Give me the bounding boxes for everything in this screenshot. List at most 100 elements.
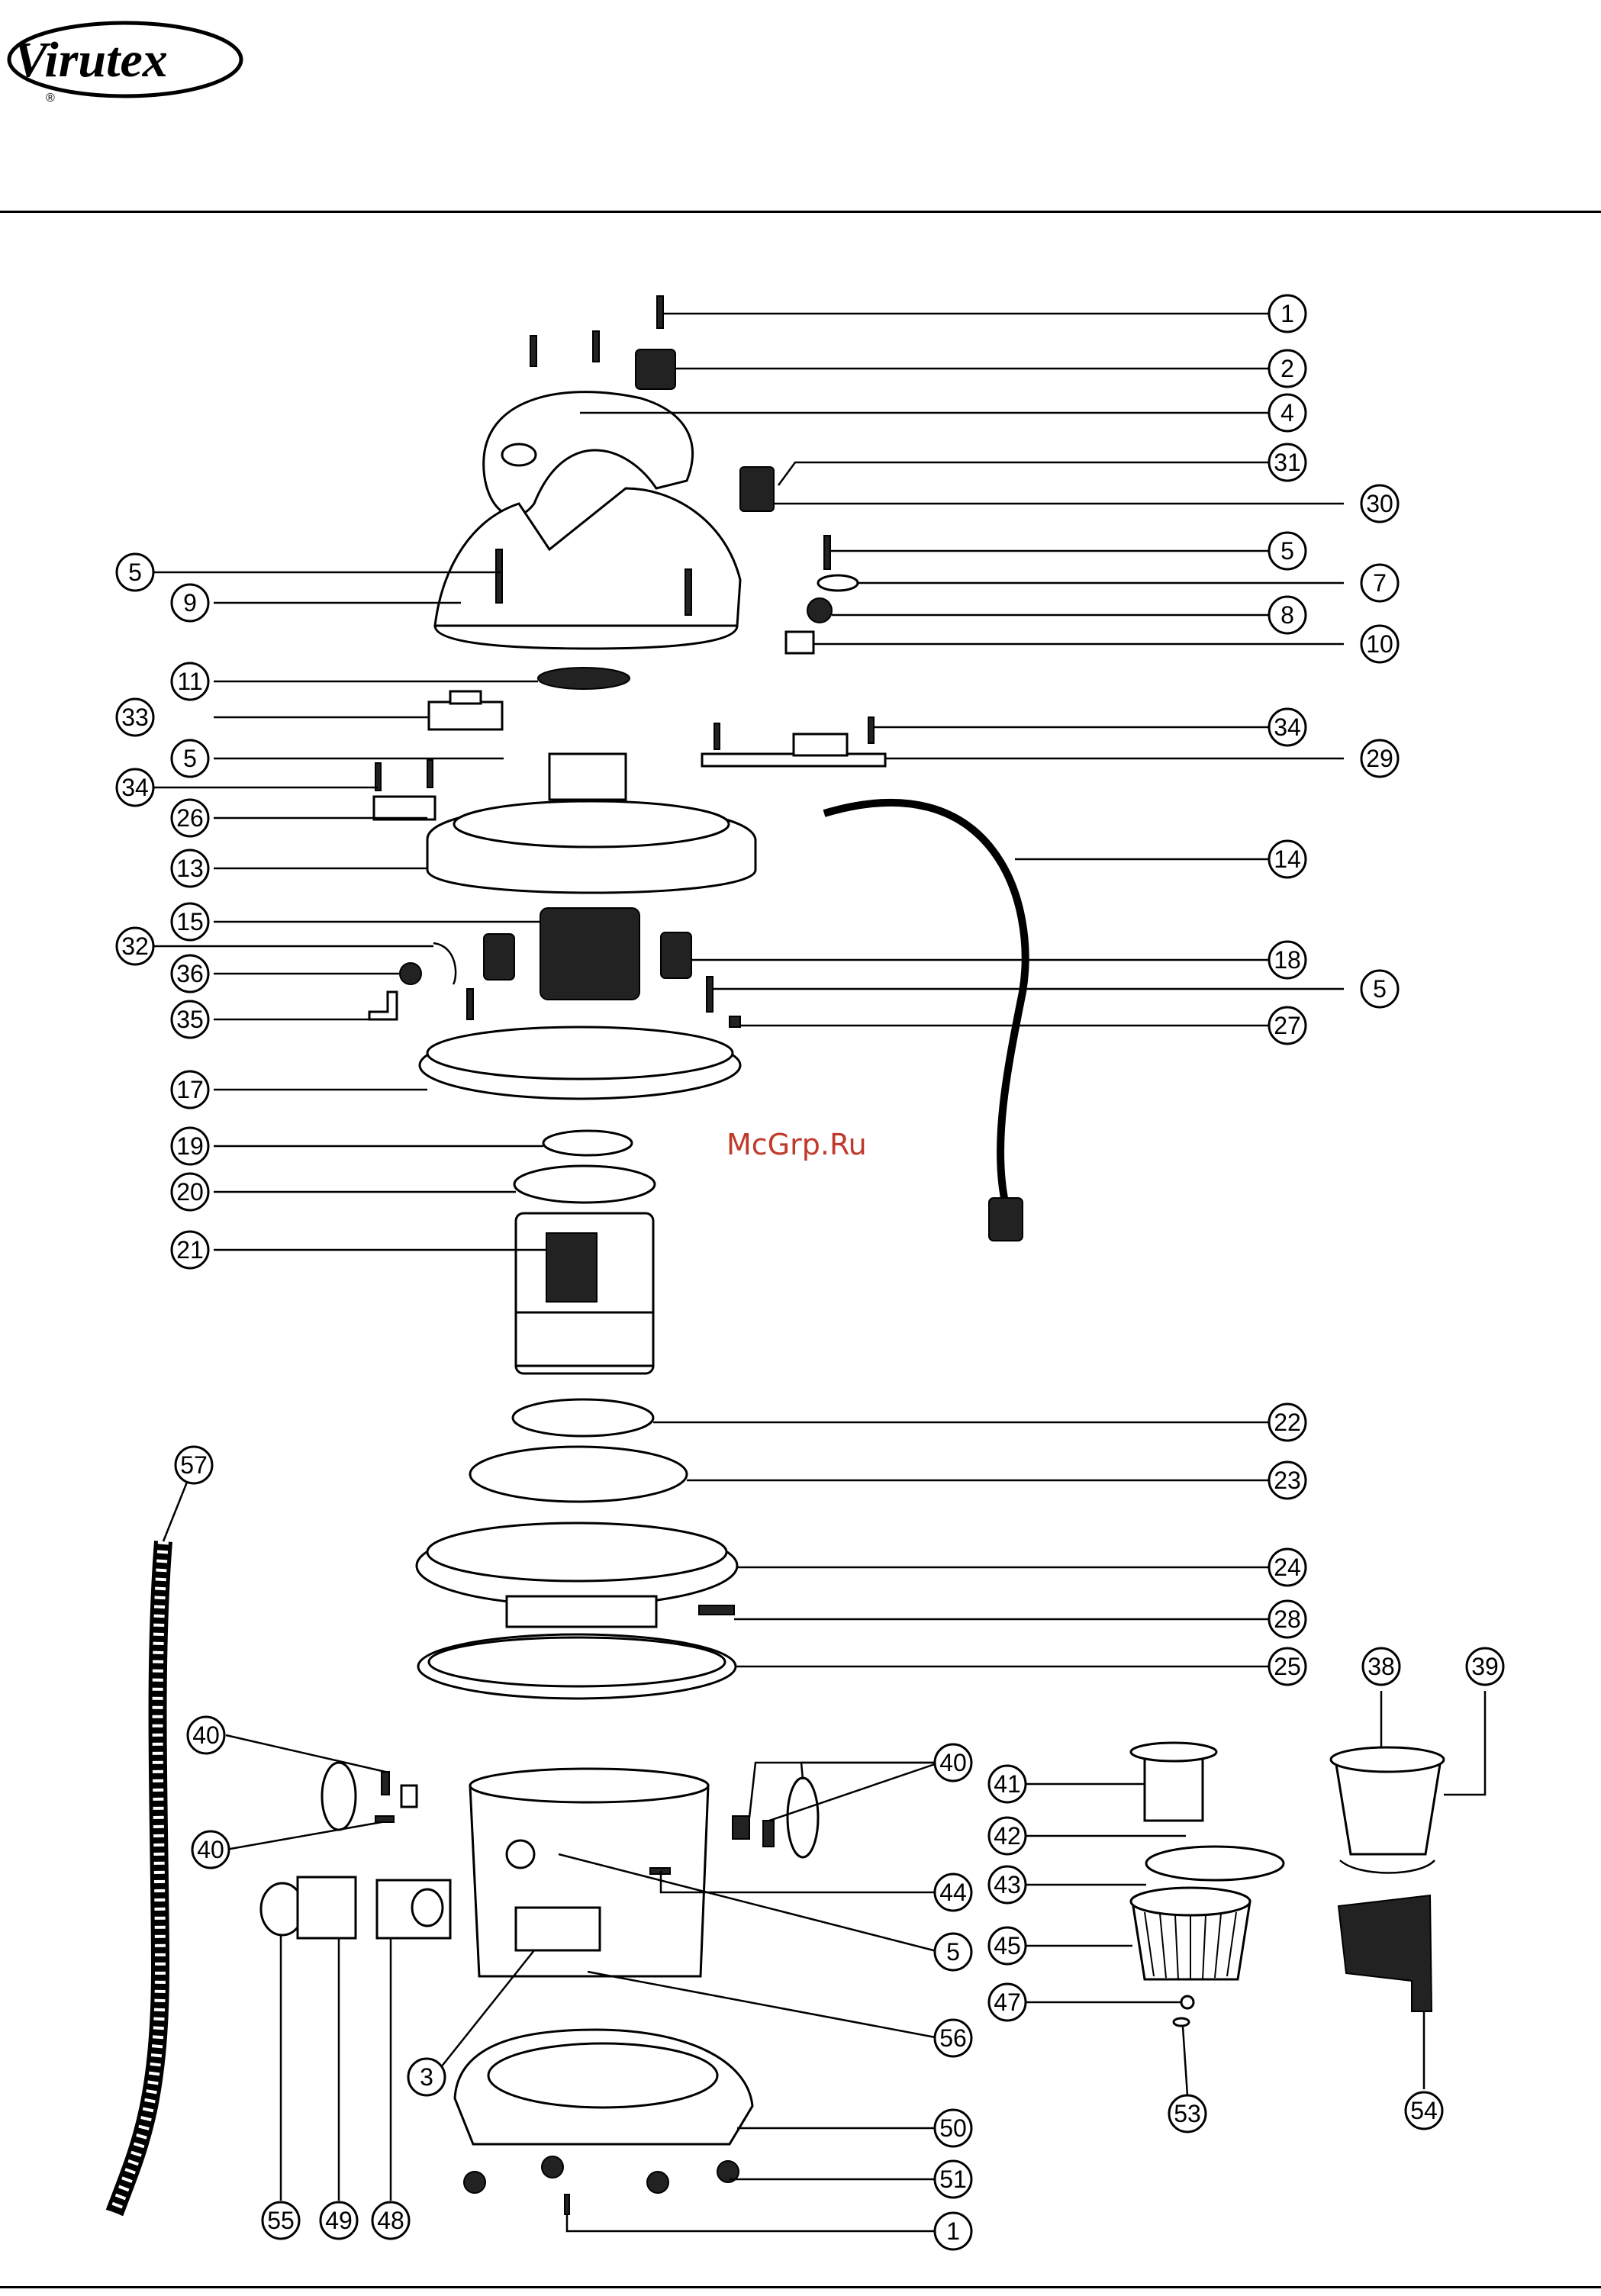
plate-26-part bbox=[374, 797, 435, 820]
callout-number: 5 bbox=[128, 559, 142, 586]
grommet-36-part bbox=[400, 963, 421, 984]
callout-number: 2 bbox=[1280, 355, 1294, 382]
callout-number: 31 bbox=[1274, 449, 1301, 476]
callout-number: 17 bbox=[176, 1076, 204, 1103]
callout-34-left: 34 bbox=[117, 769, 153, 806]
callout-29: 29 bbox=[1361, 740, 1398, 777]
callout-20: 20 bbox=[172, 1174, 208, 1210]
callout-number: 21 bbox=[176, 1236, 204, 1264]
foam-disc-part bbox=[538, 668, 630, 689]
callout-54: 54 bbox=[1406, 2092, 1442, 2129]
callout-number: 56 bbox=[939, 2024, 967, 2052]
callout-number: 35 bbox=[176, 1006, 204, 1033]
callout-38: 38 bbox=[1363, 1648, 1400, 1685]
callout-number: 19 bbox=[176, 1132, 204, 1160]
callout-47: 47 bbox=[989, 1984, 1026, 2021]
callout-number: 27 bbox=[1274, 1012, 1301, 1039]
plug-part bbox=[989, 1198, 1023, 1241]
callout-43: 43 bbox=[989, 1866, 1026, 1903]
motor-cover-part bbox=[435, 488, 740, 626]
callout-number: 34 bbox=[1274, 713, 1301, 741]
callout-number: 18 bbox=[1274, 946, 1301, 974]
callout-number: 50 bbox=[939, 2114, 967, 2142]
callout-number: 1 bbox=[1280, 300, 1294, 327]
callout-number: 34 bbox=[121, 774, 149, 801]
callout-53: 53 bbox=[1169, 2095, 1206, 2132]
callout-39: 39 bbox=[1467, 1648, 1503, 1685]
callout-number: 10 bbox=[1366, 630, 1393, 658]
callout-48: 48 bbox=[372, 2202, 409, 2239]
callout-number: 23 bbox=[1274, 1467, 1301, 1494]
callout-9: 9 bbox=[172, 584, 208, 621]
callout-number: 9 bbox=[183, 589, 197, 617]
callout-26: 26 bbox=[172, 800, 208, 836]
callout-5-a: 5 bbox=[1269, 533, 1306, 569]
callout-11: 11 bbox=[172, 663, 208, 700]
callout-number: 36 bbox=[176, 960, 204, 987]
callout-40-c: 40 bbox=[192, 1831, 229, 1868]
seal-19-part bbox=[543, 1131, 632, 1155]
callout-number: 44 bbox=[939, 1879, 967, 1906]
clip-40-right-part bbox=[788, 1778, 818, 1857]
callout-50: 50 bbox=[935, 2110, 971, 2146]
callout-5-left2: 5 bbox=[172, 740, 208, 777]
callout-35: 35 bbox=[172, 1001, 208, 1038]
callout-10: 10 bbox=[1361, 626, 1398, 662]
callout-number: 30 bbox=[1366, 490, 1393, 517]
basket-38-part bbox=[1335, 1760, 1441, 1854]
callout-number: 40 bbox=[939, 1749, 967, 1776]
callout-2: 2 bbox=[1269, 350, 1306, 387]
bracket-35-part bbox=[369, 992, 397, 1019]
callout-number: 1 bbox=[946, 2217, 960, 2245]
lid-43-part bbox=[1146, 1847, 1284, 1880]
callout-36: 36 bbox=[172, 955, 208, 992]
callout-number: 42 bbox=[994, 1822, 1021, 1850]
callout-number: 8 bbox=[1280, 601, 1294, 629]
callout-45: 45 bbox=[989, 1927, 1026, 1964]
washer-47-part bbox=[1181, 1996, 1194, 2008]
callout-number: 48 bbox=[377, 2207, 404, 2234]
callout-13: 13 bbox=[172, 850, 208, 887]
callout-19: 19 bbox=[172, 1128, 208, 1164]
gasket-25-part bbox=[418, 1634, 736, 1699]
callout-17: 17 bbox=[172, 1071, 208, 1108]
callout-51: 51 bbox=[935, 2161, 971, 2198]
terminal-block-part bbox=[740, 467, 774, 511]
callout-28: 28 bbox=[1269, 1601, 1306, 1637]
callout-bubbles: 1243130578103429141852722232428255911335… bbox=[117, 295, 1503, 2249]
callout-42: 42 bbox=[989, 1818, 1026, 1854]
callout-5-b: 5 bbox=[1361, 971, 1398, 1007]
callout-31: 31 bbox=[1269, 444, 1306, 481]
callout-number: 29 bbox=[1366, 745, 1393, 772]
filter-foam-15-part bbox=[540, 908, 639, 1000]
cable-clamp-part bbox=[818, 575, 858, 591]
callout-3: 3 bbox=[408, 2059, 445, 2095]
callout-number: 5 bbox=[183, 745, 197, 772]
watermark-text: McGrp.Ru bbox=[726, 1128, 867, 1161]
callout-number: 38 bbox=[1367, 1653, 1395, 1680]
callout-57: 57 bbox=[176, 1447, 212, 1483]
callout-number: 53 bbox=[1174, 2100, 1201, 2127]
callout-5-left: 5 bbox=[117, 554, 153, 591]
callout-number: 41 bbox=[994, 1770, 1021, 1798]
callout-number: 5 bbox=[946, 1938, 960, 1966]
callout-32: 32 bbox=[117, 928, 153, 964]
nut-53-part bbox=[1174, 2018, 1189, 2026]
callout-number: 25 bbox=[1274, 1653, 1301, 1680]
ring-23-part bbox=[470, 1447, 687, 1502]
callout-number: 11 bbox=[177, 668, 202, 695]
callout-8: 8 bbox=[1269, 597, 1306, 633]
callout-18: 18 bbox=[1269, 942, 1306, 978]
callout-number: 26 bbox=[176, 804, 204, 832]
callout-number: 3 bbox=[420, 2063, 433, 2091]
callout-33: 33 bbox=[117, 699, 153, 736]
seal-20-part bbox=[514, 1166, 655, 1203]
callout-number: 49 bbox=[325, 2207, 353, 2234]
callout-number: 14 bbox=[1274, 845, 1301, 873]
callout-number: 33 bbox=[121, 704, 149, 731]
adapter-49-part bbox=[298, 1877, 356, 1938]
callout-24: 24 bbox=[1269, 1549, 1306, 1586]
callout-7: 7 bbox=[1361, 565, 1398, 601]
filter-bag-54-part bbox=[1338, 1895, 1432, 2011]
